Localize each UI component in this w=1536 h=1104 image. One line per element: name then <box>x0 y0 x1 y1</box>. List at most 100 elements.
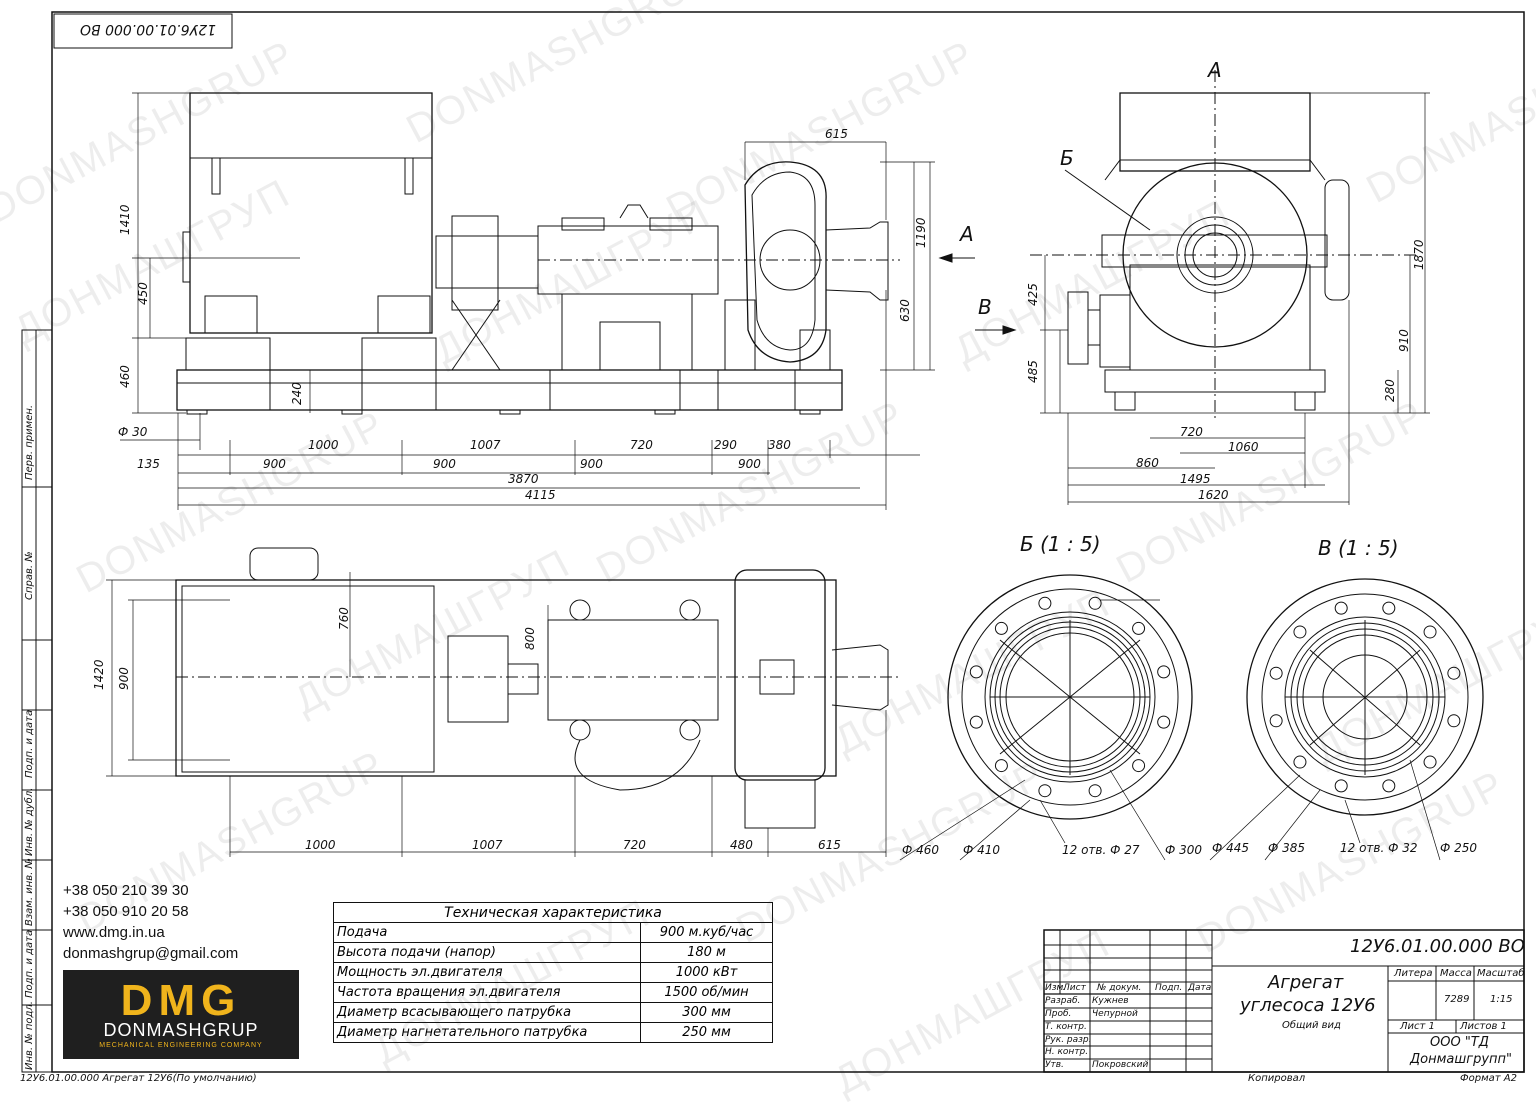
logo-tagline: MECHANICAL ENGINEERING COMPANY <box>99 1042 263 1049</box>
bolt-hole <box>1382 779 1396 793</box>
utv-name: Покровский <box>1092 1060 1149 1070</box>
spec-param: Мощность эл.двигателя <box>333 962 641 983</box>
stamp-code: 12У6.01.00.000 ВО <box>80 21 217 37</box>
org-line-2: Донмашгрупп" <box>1410 1052 1513 1067</box>
view-label-v: В <box>978 295 992 319</box>
dim-615: 615 <box>825 127 848 141</box>
col-sign: Подп. <box>1155 983 1183 993</box>
doc-code: 12У6.01.00.000 ВО <box>1350 936 1525 957</box>
dim-1060: 1060 <box>1228 440 1259 454</box>
dim-135: 135 <box>137 457 160 471</box>
row-ruk: Рук. разр. <box>1045 1035 1092 1045</box>
bolt-hole <box>1269 714 1283 728</box>
bolt-hole <box>994 759 1008 773</box>
spec-param: Диаметр нагнетательного патрубка <box>333 1022 641 1043</box>
bolt-hole <box>1038 784 1052 798</box>
spec-value: 1500 об/мин <box>640 982 773 1003</box>
title-line-2: углесоса 12У6 <box>1240 995 1376 1016</box>
col-doc: № докум. <box>1097 983 1142 993</box>
detail-v-title: В (1 : 5) <box>1318 536 1399 560</box>
dim-phi385: Ф 385 <box>1268 841 1306 855</box>
table-row: Высота подачи (напор)180 м <box>333 942 773 963</box>
dim-plan-1007: 1007 <box>472 838 503 852</box>
side-label: Инв. № подл. <box>24 1001 35 1070</box>
dim-1620: 1620 <box>1198 488 1229 502</box>
contacts: +38 050 210 39 30 +38 050 910 20 58 www.… <box>63 880 238 964</box>
dim-1410: 1410 <box>118 204 132 235</box>
dim-900b: 900 <box>433 457 456 471</box>
logo-name: DONMASHGRUP <box>103 1020 259 1040</box>
dim-800: 800 <box>523 627 537 650</box>
dim-290: 290 <box>714 438 737 452</box>
dim-380: 380 <box>768 438 791 452</box>
dim-phi460: Ф 460 <box>902 843 940 857</box>
dim-1495: 1495 <box>1180 472 1211 486</box>
bolt-hole <box>1088 784 1102 798</box>
sheets-total: Листов 1 <box>1460 1021 1507 1032</box>
row-utv: Утв. <box>1045 1060 1064 1070</box>
side-label: Перв. примен. <box>24 404 35 480</box>
phone-2: +38 050 910 20 58 <box>63 903 189 920</box>
view-label-a-arrow: А <box>960 222 974 246</box>
bolt-hole <box>1157 715 1171 729</box>
spec-title: Техническая характеристика <box>333 902 773 923</box>
bolt-hole <box>994 621 1008 635</box>
dim-plan-720: 720 <box>623 838 646 852</box>
side-label: Подп. и дата <box>24 709 35 778</box>
dim-plan-900: 900 <box>117 667 131 690</box>
side-strip <box>21 329 53 1073</box>
bolt-hole <box>1293 755 1307 769</box>
dim-plan-1000: 1000 <box>305 838 336 852</box>
razrab-name: Кужнев <box>1092 996 1129 1006</box>
bolt-hole <box>969 665 983 679</box>
dim-plan-615: 615 <box>818 838 841 852</box>
phone-1: +38 050 210 39 30 <box>63 882 189 899</box>
bolt-hole <box>1334 779 1348 793</box>
logo-mark: DMG <box>120 976 242 1025</box>
bolt-hole <box>1038 596 1052 610</box>
bolt-hole <box>1269 666 1283 680</box>
col-massa: Масса <box>1440 968 1472 979</box>
bolt-hole <box>1157 665 1171 679</box>
kopiroval: Копировал <box>1248 1073 1306 1084</box>
dim-side-720: 720 <box>1180 425 1203 439</box>
stamp-box <box>53 13 233 49</box>
dim-910: 910 <box>1397 329 1411 352</box>
detail-b-title: Б (1 : 5) <box>1020 532 1101 556</box>
dim-425: 425 <box>1026 283 1040 306</box>
plan-view <box>175 547 900 829</box>
dim-holes-v: 12 отв. Ф 32 <box>1340 841 1418 855</box>
dim-480: 480 <box>730 838 753 852</box>
row-tkontr: Т. контр. <box>1045 1022 1087 1032</box>
detail-v-flange <box>1246 578 1484 816</box>
org-line-1: ООО "ТД <box>1430 1035 1489 1050</box>
dim-3870: 3870 <box>508 472 539 486</box>
spec-param: Диаметр всасывающего патрубка <box>333 1002 641 1023</box>
dim-485: 485 <box>1026 360 1040 383</box>
col-list: Лист <box>1063 983 1086 993</box>
massa-value: 7289 <box>1444 994 1470 1005</box>
email: donmashgrup@gmail.com <box>63 945 239 962</box>
spec-value: 1000 кВт <box>640 962 773 983</box>
dim-720: 720 <box>630 438 653 452</box>
dim-1190: 1190 <box>914 217 928 248</box>
spec-value: 900 м.куб/час <box>640 922 773 943</box>
bolt-hole <box>1382 601 1396 615</box>
dim-phi30: Ф 30 <box>118 425 148 439</box>
format: Формат А2 <box>1460 1073 1517 1084</box>
side-label: Подп. и дата <box>24 929 35 998</box>
dim-phi300: Ф 300 <box>1165 843 1203 857</box>
bolt-hole <box>1447 666 1461 680</box>
side-label: Справ. № <box>24 551 35 600</box>
dim-630: 630 <box>898 299 912 322</box>
side-label: Взам. инв. № <box>24 858 35 926</box>
col-izm: Изм. <box>1045 983 1067 993</box>
row-prov: Проб. <box>1045 1009 1072 1019</box>
bolt-hole <box>1423 625 1437 639</box>
dim-holes-b: 12 отв. Ф 27 <box>1062 843 1140 857</box>
masshtab-value: 1:15 <box>1490 994 1513 1005</box>
